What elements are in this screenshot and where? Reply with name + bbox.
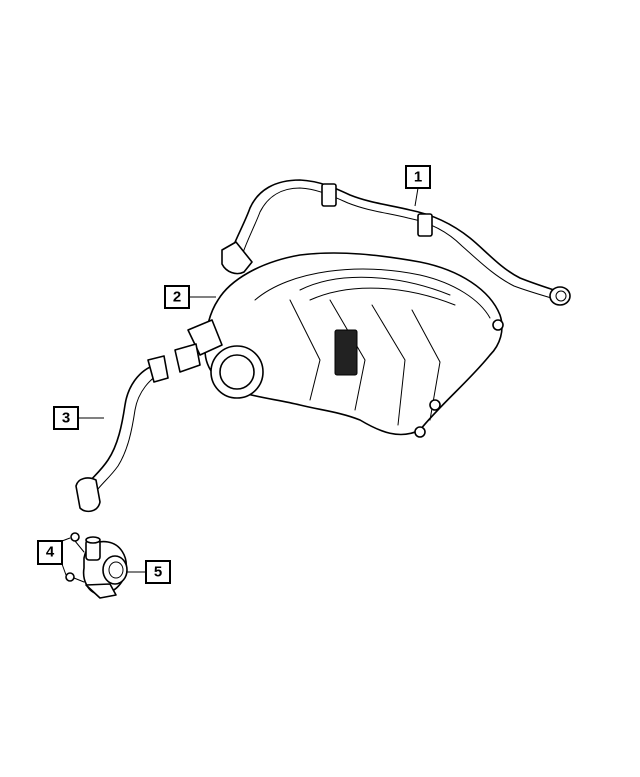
callout-5: 5: [126, 560, 171, 584]
lower-hose-part: [75, 355, 169, 513]
callout-2-label: 2: [173, 289, 181, 306]
callout-4-label: 4: [46, 544, 55, 561]
valve-part: [82, 536, 128, 599]
callout-1-label: 1: [414, 169, 422, 186]
callout-1-leader: [414, 187, 419, 207]
callout-1-box: [405, 165, 431, 189]
callout-5-box: [145, 560, 171, 584]
callout-3-label: 3: [62, 410, 70, 427]
callout-5-label: 5: [154, 564, 162, 581]
callout-4-leader-top: [61, 537, 71, 542]
callout-2-box: [164, 285, 190, 309]
callout-2: 2: [164, 285, 216, 309]
callout-1: 1: [405, 165, 431, 207]
callout-3-box: [53, 406, 79, 430]
screw-part-bottom: [65, 572, 85, 583]
callout-3: 3: [53, 406, 104, 430]
callout-4-leader-bottom: [61, 563, 67, 576]
intake-manifold-part: [174, 252, 504, 438]
screw-part-top: [70, 532, 85, 553]
callout-4-box: [37, 540, 63, 565]
callout-4: 4: [37, 537, 71, 576]
